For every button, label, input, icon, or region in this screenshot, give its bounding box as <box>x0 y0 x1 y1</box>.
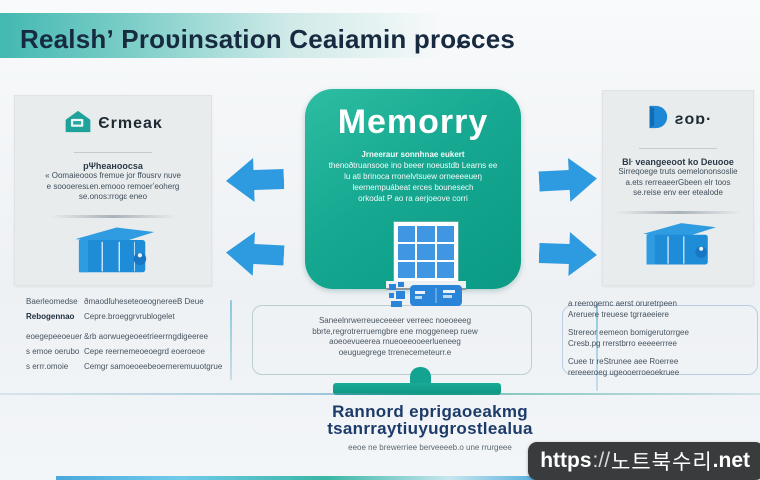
list-item: Baerleomedse ðmaodſuheseteoeognereeB Deu… <box>26 297 232 307</box>
page-title: Realshʼ Proʋinsation Ceaiamin proɕces <box>20 24 516 54</box>
right-panel-line: Sirreqoege truts oemelononsoslie <box>618 167 738 176</box>
bottom-center-text: Saneelnrwerreueceeeer verreec noeoeeeg b… <box>278 316 512 358</box>
list-item: s emoe oerubo Cepe reernemeoeoegrd eoero… <box>26 347 232 357</box>
paragraph-line: rereeeroeg ugeooerroeoekruee <box>568 367 680 377</box>
right-panel-heading: Bŀ veangeeoot ko Deuooe <box>622 157 734 167</box>
list-item-label: s errr.omoie <box>26 362 69 371</box>
watermark-badge: https :// 노트북수리 .net <box>528 442 760 480</box>
left-panel-line: « Oomaieooos fremʋe jor ffousrv nuve <box>45 171 181 180</box>
house-icon <box>63 109 93 139</box>
box-icon <box>65 223 161 280</box>
horizontal-divider <box>0 393 760 395</box>
watermark-separator: :// <box>592 449 611 472</box>
arrow-left-icon <box>225 228 286 281</box>
d-icon <box>644 104 670 135</box>
right-panel: ƨoɒ· Bŀ veangeeoot ko Deuooe Sirreqoege … <box>602 90 754 286</box>
arrow-left-icon <box>225 154 285 206</box>
paragraph-line: Areruere treuese tgrraeeiere <box>568 309 669 319</box>
list-item: Rebogennao Cepre.broeggrvrublogelet <box>26 312 232 322</box>
right-outline-box <box>562 305 758 375</box>
left-panel-heading: pΨheaʜoocsa <box>83 161 143 171</box>
list-item-label: s emoe oerubo <box>26 347 80 356</box>
list-item-label: Rebogennao <box>26 312 75 321</box>
list-item-label: Baerleomedse <box>26 297 78 306</box>
paragraph-line: a reerogernc aerst oruretrpeen <box>568 299 677 308</box>
list-item: s errr.omoie Cemgr samoeoeebeoerneremuuo… <box>26 362 232 372</box>
bottom-right-paragraph: Strereor eemeon bomigerutorrgee Cresb.pg… <box>568 328 758 349</box>
bottom-right-paragraph: Cuee tr reStrunee aee Roerree rereeeroeg… <box>568 357 758 378</box>
list-item-desc: Cemgr samoeoeebeoerneremuuotgrue <box>84 362 223 371</box>
memory-title: Memorry <box>337 103 489 141</box>
footer-title-line: Rannord eprigaoeakmg <box>332 402 528 421</box>
bottom-accent-stripe <box>56 476 548 480</box>
bottom-center-line: bbrte,regrotrerruemgbre ene rnoggeneep r… <box>312 326 478 336</box>
footer-title-line: tsanrraytiuyugrostlealua <box>327 419 533 438</box>
pedestal-stem <box>410 367 431 387</box>
list-item-label: eoegepeeoeuer <box>26 332 83 341</box>
bottom-center-line: oeuguegrege trrenecemeteurr.e <box>338 347 452 357</box>
memory-line: leernempuábeat erces bounesech <box>352 183 474 192</box>
watermark-scheme: https <box>540 449 592 472</box>
divider <box>639 148 717 149</box>
paragraph-line: Strereor eemeon bomigerutorrgee <box>568 328 689 337</box>
right-logo-text: ƨoɒ· <box>674 110 713 128</box>
left-logo-text: Єrmeaĸ <box>98 115 163 132</box>
paragraph-line: Cresb.pg rrerstbrro eeeeerrree <box>568 338 677 348</box>
memory-line: thenoðtruansooe ino beeer noeustdb Learn… <box>328 161 498 170</box>
list-item-desc: Cepe reernemeoeoegrd eoeroeoe <box>84 347 205 356</box>
bottom-center-line: Saneelnrwerreueceeeer verreec noeoeeeg <box>318 316 472 325</box>
left-panel-line: se.onos:rrogɛ eneo <box>78 192 148 201</box>
arrow-right-icon <box>538 228 598 280</box>
right-panel-line: se.reise env eer etealode <box>633 188 723 197</box>
memory-line: lu ati brinoca rronelvtsuew orneeeeueŋ <box>344 172 482 181</box>
left-logo-row: Єrmeaĸ <box>63 109 163 139</box>
arrow-right-icon <box>538 154 599 207</box>
bottom-right-paragraph: a reerogernc aerst oruretrpeen Areruere … <box>568 299 758 320</box>
right-logo-row: ƨoɒ· <box>644 104 713 135</box>
divider <box>50 214 176 218</box>
list-item: eoegepeeoeuer &rb aorwuegeoeetrieerrngdi… <box>26 332 232 342</box>
paragraph-line: Cuee tr reStrunee aee Roerree <box>568 357 679 366</box>
bottom-left-list: Baerleomedse ðmaodſuheseteoeognereeB Deu… <box>26 297 232 377</box>
vertical-divider <box>596 303 598 391</box>
box-icon <box>635 219 721 272</box>
memory-line: Jrneeraur sonnhnae eukert <box>361 150 465 159</box>
divider <box>74 152 152 153</box>
list-item-desc: Cepre.broeggrvrublogelet <box>84 312 175 321</box>
divider <box>615 210 741 214</box>
left-panel: Єrmeaĸ pΨheaʜoocsa « Oomaieooos fremʋe j… <box>14 95 212 286</box>
left-panel-line: e soooeresʟen.emooo remoerʼeoherg <box>46 181 180 191</box>
list-item-desc: &rb aorwuegeoeetrieerrngdigeeree <box>84 332 209 341</box>
right-panel-line: a.ets rerreaeerGbeen elr toos <box>625 177 731 187</box>
window-icon <box>394 222 458 282</box>
footer-caption: eeoe ne brewerriee berveeeeb.o une rrurg… <box>348 443 512 452</box>
vertical-divider <box>230 300 232 380</box>
bottom-right-text: a reerogernc aerst oruretrpeen Areruere … <box>568 299 758 386</box>
pedestal-base <box>333 383 501 395</box>
window-panes <box>398 226 454 278</box>
memory-line: orkodat P ao ra aerjoeove corri <box>358 194 468 203</box>
card-icon <box>388 282 464 313</box>
list-item-desc: ðmaodſuheseteoeognereeB Deue <box>84 297 204 306</box>
watermark-tld: .net <box>712 449 750 472</box>
header-band <box>0 13 760 58</box>
watermark-site: 노트북수리 <box>611 451 713 474</box>
footer-block: Rannord eprigaoeakmg tsanrraytiuyugrostl… <box>220 403 640 452</box>
bottom-center-line: aoeoevueerea rnueoeeooeerlueneeg <box>329 337 461 346</box>
